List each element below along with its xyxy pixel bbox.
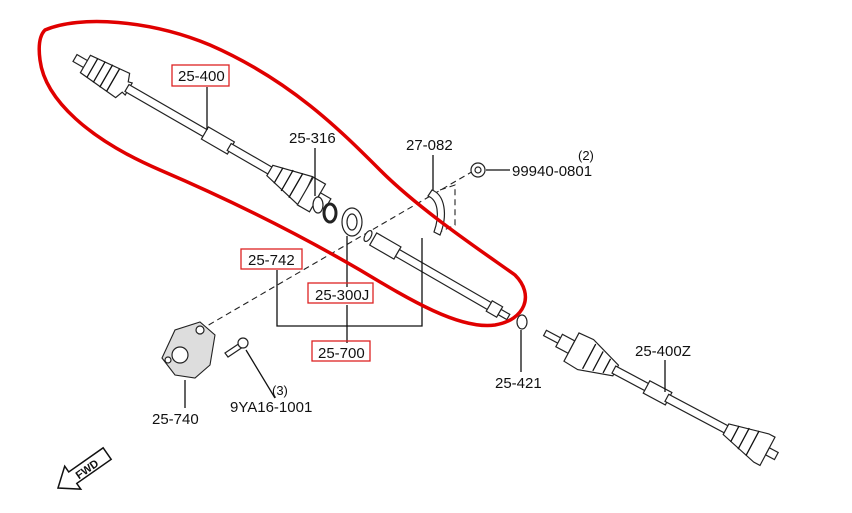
- bracket-27-082[interactable]: [427, 189, 446, 236]
- highlight-box-25-300j: [307, 282, 374, 304]
- label-25-700: 25-700: [318, 345, 365, 362]
- qty-99940: (2): [578, 148, 594, 163]
- label-25-400z: 25-400Z: [635, 343, 691, 360]
- label-25-740: 25-740: [152, 411, 199, 428]
- drive-shaft-25-400z[interactable]: [537, 318, 784, 471]
- label-27-082: 27-082: [406, 137, 453, 154]
- highlight-box-25-700: [311, 340, 371, 362]
- label-25-742: 25-742: [248, 252, 295, 269]
- snap-ring-25-316[interactable]: [312, 196, 324, 214]
- qty-9ya16: (3): [272, 383, 288, 398]
- label-25-316: 25-316: [289, 130, 336, 147]
- bolt-9ya16-1001[interactable]: [224, 337, 249, 358]
- label-25-421: 25-421: [495, 375, 542, 392]
- red-annotation-circle: [37, 19, 527, 328]
- label-99940-0801: 99940-0801: [512, 163, 592, 180]
- fwd-arrow-icon: FWD: [56, 446, 113, 490]
- highlight-box-25-400: [171, 64, 230, 87]
- bearing-25-300j[interactable]: [341, 207, 363, 237]
- nut-99940-0801[interactable]: [470, 162, 486, 178]
- bearing-support-25-740[interactable]: [161, 321, 216, 379]
- label-25-400: 25-400: [178, 68, 225, 85]
- label-25-300j: 25-300J: [315, 287, 369, 304]
- seal-25-742[interactable]: [322, 202, 338, 224]
- circlip-25-421[interactable]: [516, 314, 528, 330]
- label-9ya16-1001: 9YA16-1001: [230, 399, 312, 416]
- intermediate-shaft-25-700[interactable]: [362, 228, 512, 323]
- highlight-box-25-742: [240, 248, 303, 270]
